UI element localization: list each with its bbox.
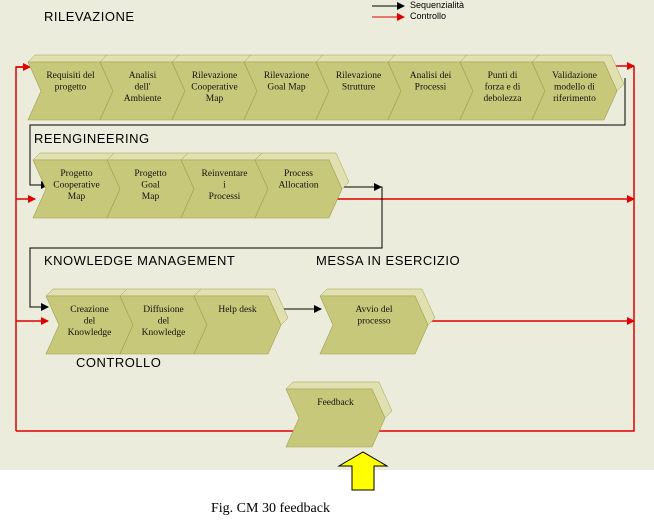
process-step-label: Strutture <box>342 83 375 93</box>
process-step-label: Reinventare <box>202 169 248 179</box>
chevron-shape <box>193 295 282 355</box>
process-step-knowledge-3: Help desk <box>193 288 289 355</box>
process-step-label: processo <box>357 317 390 327</box>
seq-rilevazione-to-reengineering <box>29 78 626 189</box>
process-step-label: i <box>223 181 226 191</box>
chevron-shape <box>531 61 618 121</box>
process-step-label: Analisi dei <box>410 71 452 81</box>
process-step-label: dell' <box>135 83 151 93</box>
process-step-label: Rilevazione <box>264 71 309 81</box>
control-return-line <box>16 66 635 432</box>
process-step-label: Punti di <box>488 71 518 81</box>
process-step-label: Diffusione <box>143 304 183 315</box>
process-step-label: Processi <box>209 192 241 202</box>
process-step-label: Validazione <box>552 71 597 81</box>
process-step-label: del <box>158 317 170 327</box>
section-title-rilevazione: RILEVAZIONE <box>44 9 135 24</box>
process-step-label: Cooperative <box>191 83 237 93</box>
process-step-label: Creazione <box>70 305 109 315</box>
process-step-label: Map <box>206 94 224 104</box>
process-step-label: Rilevazione <box>192 71 237 81</box>
process-step-label: del <box>84 317 96 327</box>
process-step-label: progetto <box>55 83 87 93</box>
input-arrow-icon <box>337 451 389 491</box>
process-step-label: Goal Map <box>267 83 306 93</box>
figure-caption: Fig. CM 30 feedback <box>211 501 330 516</box>
process-step-label: debolezza <box>484 94 523 104</box>
legend-seq-label: Sequenzialità <box>410 0 465 10</box>
process-step-label: Ambiente <box>124 94 161 104</box>
process-step-label: Map <box>142 192 160 202</box>
process-step-rilevazione-2: Analisi dell'Ambiente <box>99 54 193 121</box>
process-step-messa-1: Avvio del processo <box>319 288 436 355</box>
section-title-messa: MESSA IN ESERCIZIO <box>316 253 461 268</box>
chevron-shape <box>319 295 429 355</box>
process-step-label: modello di <box>554 83 595 93</box>
process-step-label: Analisi <box>129 71 157 81</box>
process-step-label: Process <box>284 169 313 179</box>
process-step-label: Cooperative <box>53 181 99 191</box>
section-title-knowledge: KNOWLEDGE MANAGEMENT <box>44 253 236 268</box>
chevron-shape <box>285 388 386 448</box>
process-step-label: Processi <box>415 83 447 93</box>
process-step-label: Avvio del <box>355 305 392 315</box>
process-step-label: Knowledge <box>142 328 186 338</box>
process-step-label: Progetto <box>134 169 166 179</box>
control-loop-line <box>15 66 27 431</box>
process-step-label: Goal <box>141 181 160 191</box>
process-step-controllo-1: Feedback <box>285 381 393 448</box>
chevron-layer: Requisiti del progetto Analisi dell'Ambient… <box>27 54 625 448</box>
process-step-label: Progetto <box>60 169 92 179</box>
process-step-label: Map <box>68 192 86 202</box>
process-step-label: Feedback <box>317 398 354 408</box>
process-step-label: Knowledge <box>68 328 112 338</box>
chevron-shape <box>254 159 343 219</box>
process-step-label: Help desk <box>218 305 257 315</box>
section-title-reengineering: REENGINEERING <box>34 131 150 146</box>
legend-ctrl-label: Controllo <box>410 11 447 21</box>
process-step-label: forza e di <box>485 82 521 93</box>
process-step-label: Requisiti del <box>46 71 95 81</box>
section-title-controllo: CONTROLLO <box>76 355 162 370</box>
process-step-label: riferimento <box>553 93 596 104</box>
process-step-label: Rilevazione <box>336 71 381 81</box>
process-step-label: Allocation <box>278 181 318 191</box>
